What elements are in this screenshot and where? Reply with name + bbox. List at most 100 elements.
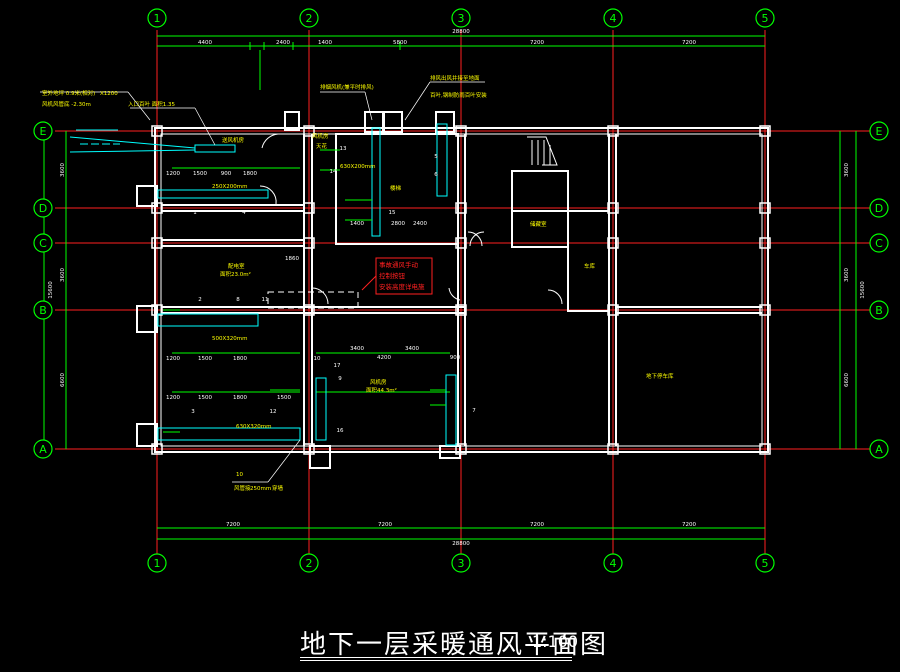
- red-note-3: 安装高度详电施: [379, 282, 425, 291]
- grid-bubble-b-right: [869, 300, 889, 320]
- dim-bottom-seg-4: 7200: [682, 522, 696, 528]
- annotations: 室外地坪 0.9米(相对) X1200 风机风管底 -2.30m 入口百叶 面积…: [42, 74, 674, 492]
- room-label-7: 地下停车库: [646, 372, 674, 380]
- dim-right-seg-2: 3600: [844, 268, 850, 282]
- grid-bubble-a-left: [33, 439, 53, 459]
- grid-bubble-5-bottom: [755, 553, 775, 573]
- dim-top-seg-3: 1400: [318, 40, 332, 46]
- dim-right-total: 15600: [860, 281, 866, 299]
- tag-4: 4: [242, 210, 246, 216]
- dim-3400-b: 3400: [405, 346, 419, 352]
- grid-label-5-top: 5: [762, 12, 769, 25]
- note-top-2: 排风出风井接至地面: [430, 74, 480, 82]
- area-label-1: 面积23.0m²: [220, 271, 251, 278]
- dim-1400: 1400: [350, 221, 364, 227]
- drawing-title-text: 地下一层采暖通风平面图: [300, 630, 609, 660]
- note-left-2: 风机风管底 -2.30m: [42, 100, 91, 108]
- note-top-3: 百叶,钢制防雨百叶安装: [430, 91, 487, 99]
- tag-11: 11: [262, 297, 269, 303]
- grid-bubble-e-right: [869, 121, 889, 141]
- grid-label-1-top: 1: [154, 12, 161, 25]
- bottom-note-1: 风管接: [234, 484, 251, 492]
- grid-label-2-bottom: 2: [306, 557, 313, 570]
- grid-bubble-e-left: [33, 121, 53, 141]
- room-label-1: 送风机房: [222, 136, 245, 144]
- drawing-title: 地下一层采暖通风平面图 1:100: [300, 624, 606, 661]
- grid-label-e-right: E: [876, 125, 883, 138]
- grid-bubble-1-bottom: [147, 553, 167, 573]
- tag-10: 10: [314, 356, 321, 362]
- grid-label-d-right: D: [875, 202, 883, 215]
- title-underline-2: [300, 660, 572, 661]
- duct-size-2: 500X320mm: [212, 336, 247, 342]
- dim-1200-a: 1200: [166, 171, 180, 177]
- room-label-2: 配电室: [228, 262, 245, 270]
- pipes: [163, 149, 446, 433]
- dim-1800-b: 1800: [233, 356, 247, 362]
- grid-label-c-right: C: [875, 237, 883, 250]
- dim-1200-c: 1200: [166, 395, 180, 401]
- red-callout: 事故通风手动 控制按钮 安装高度详电施: [361, 257, 433, 295]
- grid-label-c-left: C: [39, 237, 47, 250]
- grid-label-2-top: 2: [306, 12, 313, 25]
- grid-bubble-c-right: [869, 233, 889, 253]
- ceiling-label: 天花: [316, 142, 328, 150]
- ducts: [69, 123, 457, 446]
- grid-bubble-d-right: [869, 198, 889, 218]
- tag-8: 8: [236, 297, 240, 303]
- grid-bubble-4-top: [603, 8, 623, 28]
- tag-12: 12: [270, 409, 277, 415]
- tag-7: 7: [472, 408, 476, 414]
- tag-13: 13: [340, 146, 347, 152]
- dim-left-seg-1: 3600: [60, 163, 66, 177]
- grid-bubble-2-bottom: [299, 553, 319, 573]
- dim-bottom-seg-2: 7200: [378, 522, 392, 528]
- bottom-note-2: 穿墙: [272, 484, 284, 492]
- dimension-lines: [43, 35, 857, 540]
- tag-2: 2: [198, 297, 202, 303]
- grid-bubble-5-top: [755, 8, 775, 28]
- dim-top-seg-2: 2400: [276, 40, 290, 46]
- area-label-2: 面积44.3m²: [366, 387, 397, 394]
- dim-1500-b: 1500: [198, 356, 212, 362]
- grid-label-3-bottom: 3: [458, 557, 465, 570]
- dim-1500-d: 1500: [277, 395, 291, 401]
- dimension-text: 28800 4400 2400 1400 5800 7200 7200 7200…: [48, 29, 866, 547]
- red-note-2: 控制按钮: [379, 271, 406, 280]
- grid-labels: 1 2 3 4 5 1 2 3 4 5 E D C B A E D C B A: [39, 12, 883, 570]
- dim-left-seg-2: 3600: [60, 268, 66, 282]
- tag-1: 1: [193, 210, 197, 216]
- axis-lines: [55, 30, 870, 555]
- title-underline-1: [300, 657, 572, 658]
- dim-1200-b: 1200: [166, 356, 180, 362]
- bottom-note-3: 250mm: [250, 486, 271, 492]
- dim-900-a: 900: [221, 171, 232, 177]
- dim-900-b: 900: [450, 355, 461, 361]
- tag-16: 16: [337, 428, 344, 434]
- dim-1500-c: 1500: [198, 395, 212, 401]
- dim-right-seg-3: 6600: [844, 373, 850, 387]
- grid-label-4-bottom: 4: [610, 557, 617, 570]
- note-top-1: 排烟风机(兼平时排风): [320, 83, 374, 91]
- dim-3400-a: 3400: [350, 346, 364, 352]
- columns: [151, 125, 771, 455]
- dim-top-seg-1: 4400: [198, 40, 212, 46]
- room-label-5: 储藏室: [530, 220, 547, 228]
- grid-bubble-3-bottom: [451, 553, 471, 573]
- tag-3: 3: [191, 409, 195, 415]
- dim-top-seg-6: 7200: [682, 40, 696, 46]
- grid-label-1-bottom: 1: [154, 557, 161, 570]
- room-label-8: 风机房: [370, 378, 387, 386]
- dim-2400: 2400: [413, 221, 427, 227]
- grid-bubble-2-top: [299, 8, 319, 28]
- room-label-4: 楼梯: [390, 184, 402, 192]
- tag-6: 6: [434, 172, 438, 178]
- grid-bubbles: [33, 8, 889, 573]
- dim-left-seg-3: 6600: [60, 373, 66, 387]
- grid-label-5-bottom: 5: [762, 557, 769, 570]
- grid-label-a-right: A: [875, 443, 883, 456]
- dim-bottom-seg-3: 7200: [530, 522, 544, 528]
- dim-bottom-seg-1: 7200: [226, 522, 240, 528]
- tag-17: 17: [334, 363, 341, 369]
- dim-right-seg-1: 3600: [844, 163, 850, 177]
